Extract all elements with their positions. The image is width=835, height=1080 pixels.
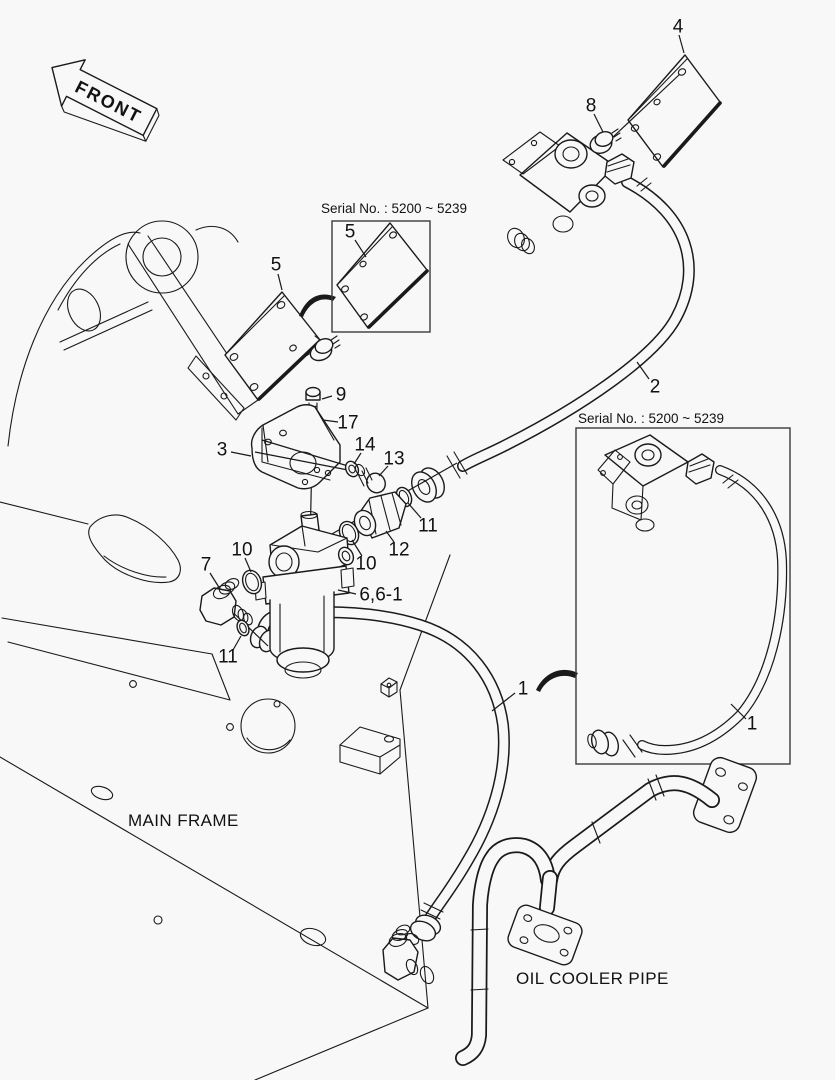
bracket-3 bbox=[250, 404, 349, 490]
plate-4 bbox=[612, 54, 722, 168]
hose-2-top-fitting bbox=[604, 153, 652, 192]
washer-14 bbox=[344, 460, 360, 478]
frame-nut bbox=[380, 677, 398, 698]
swoosh-arrow-2 bbox=[536, 669, 578, 692]
filter-assembly bbox=[254, 510, 355, 679]
callout-leader-14 bbox=[353, 452, 362, 465]
serial-box-2-hose bbox=[587, 453, 788, 758]
callout-leader-1 bbox=[730, 703, 747, 720]
callout-leader-2 bbox=[636, 361, 650, 380]
part-label-8: 8 bbox=[586, 96, 597, 117]
callout-leader-9 bbox=[321, 395, 333, 400]
callout-leader-1 bbox=[491, 692, 516, 712]
oil-cooler-pipe bbox=[455, 756, 758, 1066]
hose-2 bbox=[411, 153, 695, 503]
bolt-8-lower bbox=[309, 335, 341, 362]
frame-bracket bbox=[339, 726, 401, 775]
serial-box-1-title: Serial No. : 5200 ~ 5239 bbox=[321, 201, 467, 216]
cooler-elbow-fitting bbox=[382, 924, 435, 985]
front-arrow: FRONT bbox=[51, 59, 160, 142]
bolt-8-upper bbox=[589, 128, 622, 154]
callout-leader-10 bbox=[244, 557, 252, 573]
part-label-6,6-1: 6,6-1 bbox=[359, 585, 402, 606]
callout-leader-11 bbox=[232, 635, 242, 651]
part-label-10: 10 bbox=[355, 554, 376, 575]
callout-leader-4 bbox=[678, 34, 685, 54]
callout-leader-6,6-1 bbox=[337, 589, 357, 595]
part-label-14: 14 bbox=[354, 435, 376, 456]
callout-leader-5 bbox=[277, 273, 283, 291]
callout-leader-10 bbox=[351, 539, 363, 557]
boom-structure bbox=[7, 220, 259, 447]
part-label-11: 11 bbox=[418, 516, 438, 537]
hose-1-end-fitting bbox=[404, 902, 444, 945]
part-label-10: 10 bbox=[231, 540, 252, 561]
part-label-7: 7 bbox=[201, 555, 212, 576]
serial-box-1: Serial No. : 5200 ~ 5239 bbox=[321, 201, 467, 333]
swoosh-arrow-1 bbox=[299, 294, 336, 317]
callout-leader-8 bbox=[593, 113, 604, 133]
part-label-5: 5 bbox=[345, 222, 356, 243]
part-label-5: 5 bbox=[271, 255, 282, 276]
callout-leader-7 bbox=[209, 572, 221, 590]
part-label-12: 12 bbox=[388, 540, 409, 561]
o-ring-10-left bbox=[241, 569, 263, 595]
main-frame-label: MAIN FRAME bbox=[128, 811, 239, 830]
bolt-13 bbox=[354, 463, 386, 494]
callout-leader-17 bbox=[322, 419, 339, 423]
part-label-2: 2 bbox=[650, 377, 661, 398]
callout-leader-3 bbox=[230, 451, 252, 457]
serial-box-2: Serial No. : 5200 ~ 5239 bbox=[575, 411, 791, 765]
part-label-9: 9 bbox=[336, 385, 347, 406]
hose-2-end-fitting bbox=[411, 451, 468, 503]
part-label-1: 1 bbox=[747, 714, 758, 735]
callout-leader-5 bbox=[354, 239, 367, 258]
fitting-12 bbox=[353, 491, 407, 539]
part-label-4: 4 bbox=[673, 17, 684, 38]
part-label-3: 3 bbox=[217, 440, 228, 461]
callout-leader-11 bbox=[407, 502, 422, 519]
callout-leader-13 bbox=[378, 465, 389, 477]
part-label-1: 1 bbox=[518, 679, 529, 700]
serial-box-1-plate bbox=[336, 222, 429, 329]
part-label-11: 11 bbox=[218, 647, 238, 668]
serial-box-2-valve bbox=[597, 434, 689, 532]
part-label-17: 17 bbox=[337, 413, 358, 434]
callout-leader-12 bbox=[385, 530, 395, 543]
part-label-13: 13 bbox=[383, 449, 404, 470]
o-ring-11-left bbox=[236, 619, 250, 637]
cooler-flange-bottom bbox=[507, 904, 583, 966]
serial-box-2-title: Serial No. : 5200 ~ 5239 bbox=[578, 411, 724, 426]
oil-cooler-pipe-label: OIL COOLER PIPE bbox=[516, 969, 669, 988]
